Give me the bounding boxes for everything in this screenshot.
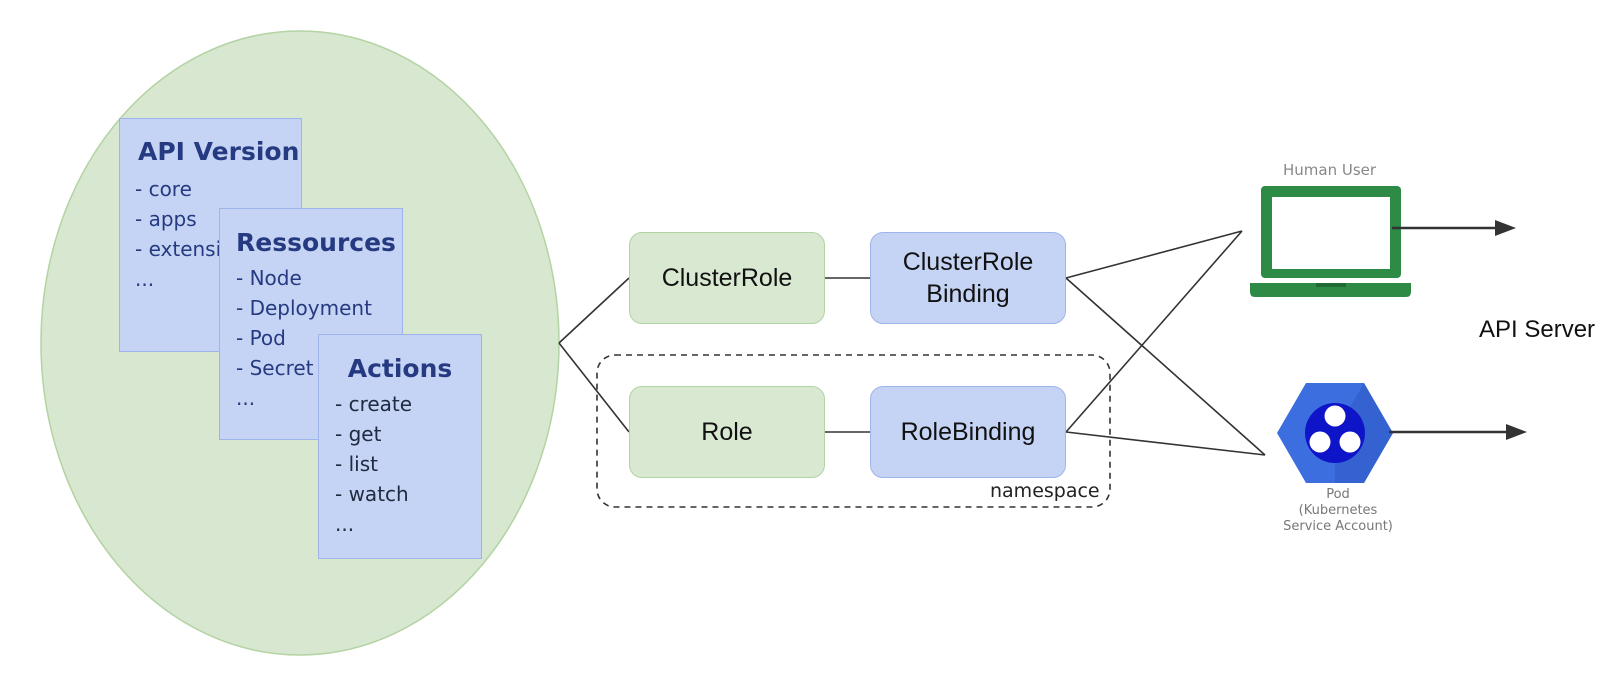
rolebinding-label: RoleBinding xyxy=(900,418,1036,446)
connector-crb-user xyxy=(1065,230,1243,279)
pod-to-api-arrow xyxy=(1389,424,1527,440)
resources-item: - Secret xyxy=(236,356,314,380)
actions-item: - create xyxy=(335,392,413,416)
api-version-title: API Version xyxy=(138,137,300,166)
actions-title: Actions xyxy=(347,354,453,383)
clusterrole-box: ClusterRole xyxy=(629,232,825,324)
resources-card: Ressources - Node - Deployment - Pod - S… xyxy=(219,208,403,440)
pod-label-line2: (Kubernetes xyxy=(1298,503,1378,518)
role-box: Role xyxy=(629,386,825,478)
pod-label: Pod (Kubernetes Service Account) xyxy=(1264,487,1412,535)
rolebinding-box: RoleBinding xyxy=(870,386,1066,478)
api-version-item: - apps xyxy=(135,207,197,231)
actions-item: - list xyxy=(335,452,378,476)
role-label: Role xyxy=(701,418,753,446)
human-user-label: Human User xyxy=(1283,161,1377,179)
api-server-label: API Server xyxy=(1479,316,1596,343)
laptop-icon xyxy=(1250,186,1411,297)
user-to-api-arrow xyxy=(1392,220,1516,236)
connector-rb-pod xyxy=(1065,431,1266,456)
namespace-container xyxy=(596,354,1111,508)
pod-label-line3: Service Account) xyxy=(1283,519,1393,534)
connector-ellipse-role xyxy=(558,342,630,433)
resources-title: Ressources xyxy=(236,228,396,257)
actions-item: - get xyxy=(335,422,382,446)
connector-ellipse-clusterrole xyxy=(558,277,630,344)
clusterrolebinding-label-line2: Binding xyxy=(926,280,1010,308)
clusterrolebinding-box: ClusterRole Binding xyxy=(870,232,1066,324)
clusterrolebinding-label-line1: ClusterRole xyxy=(902,248,1034,276)
actions-item: ... xyxy=(335,512,355,536)
pod-label-line1: Pod xyxy=(1326,487,1350,502)
namespace-label: namespace xyxy=(990,480,1100,502)
actions-card: Actions - create - get - list - watch ..… xyxy=(318,334,482,559)
resources-item: - Deployment xyxy=(236,296,372,320)
pod-icon xyxy=(1277,383,1393,483)
connector-rb-user xyxy=(1065,230,1243,433)
resources-item: ... xyxy=(236,386,256,410)
actions-item: - watch xyxy=(335,482,409,506)
api-version-item: - core xyxy=(135,177,192,201)
clusterrole-label: ClusterRole xyxy=(661,264,793,292)
resources-item: - Node xyxy=(236,266,302,290)
resources-item: - Pod xyxy=(236,326,286,350)
connector-crb-pod xyxy=(1065,277,1266,456)
api-version-item: ... xyxy=(135,267,155,291)
